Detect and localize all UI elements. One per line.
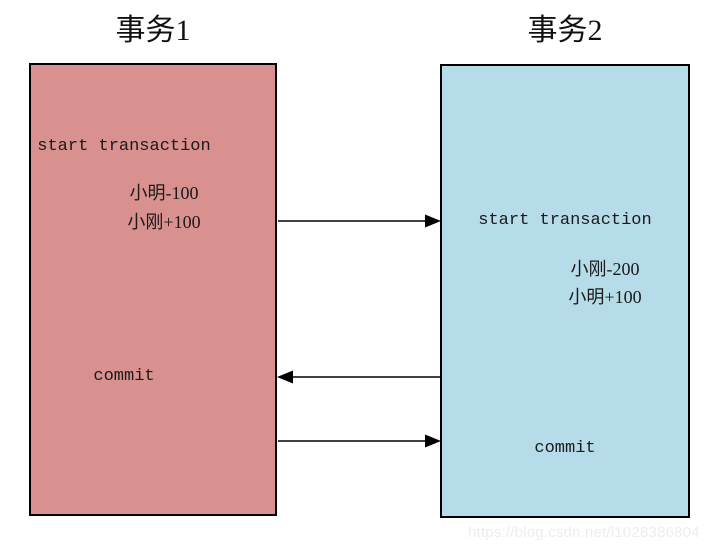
transaction-1-title: 事务1 <box>115 14 191 47</box>
arrow-2-flow <box>277 370 440 384</box>
transaction-2-step-op2: 小明+100 <box>568 287 642 307</box>
transaction-1-box <box>29 63 277 516</box>
arrow-1-flow <box>278 214 441 228</box>
transaction-1-step-op1: 小明-100 <box>129 183 199 203</box>
transaction-2-box <box>440 64 690 518</box>
arrow-3-flow <box>278 434 441 448</box>
transaction-1-step-commit: commit <box>93 367 155 386</box>
watermark-text: https://blog.csdn.net/l1028386804 <box>468 524 700 541</box>
transaction-2-step-op1: 小刚-200 <box>570 259 640 279</box>
transaction-2-step-start: start transaction <box>478 211 652 230</box>
transaction-2-step-commit: commit <box>534 439 596 458</box>
transaction-1-step-start: start transaction <box>37 137 211 156</box>
transaction-1-step-op2: 小刚+100 <box>127 212 201 232</box>
transaction-2-title: 事务2 <box>527 14 603 47</box>
